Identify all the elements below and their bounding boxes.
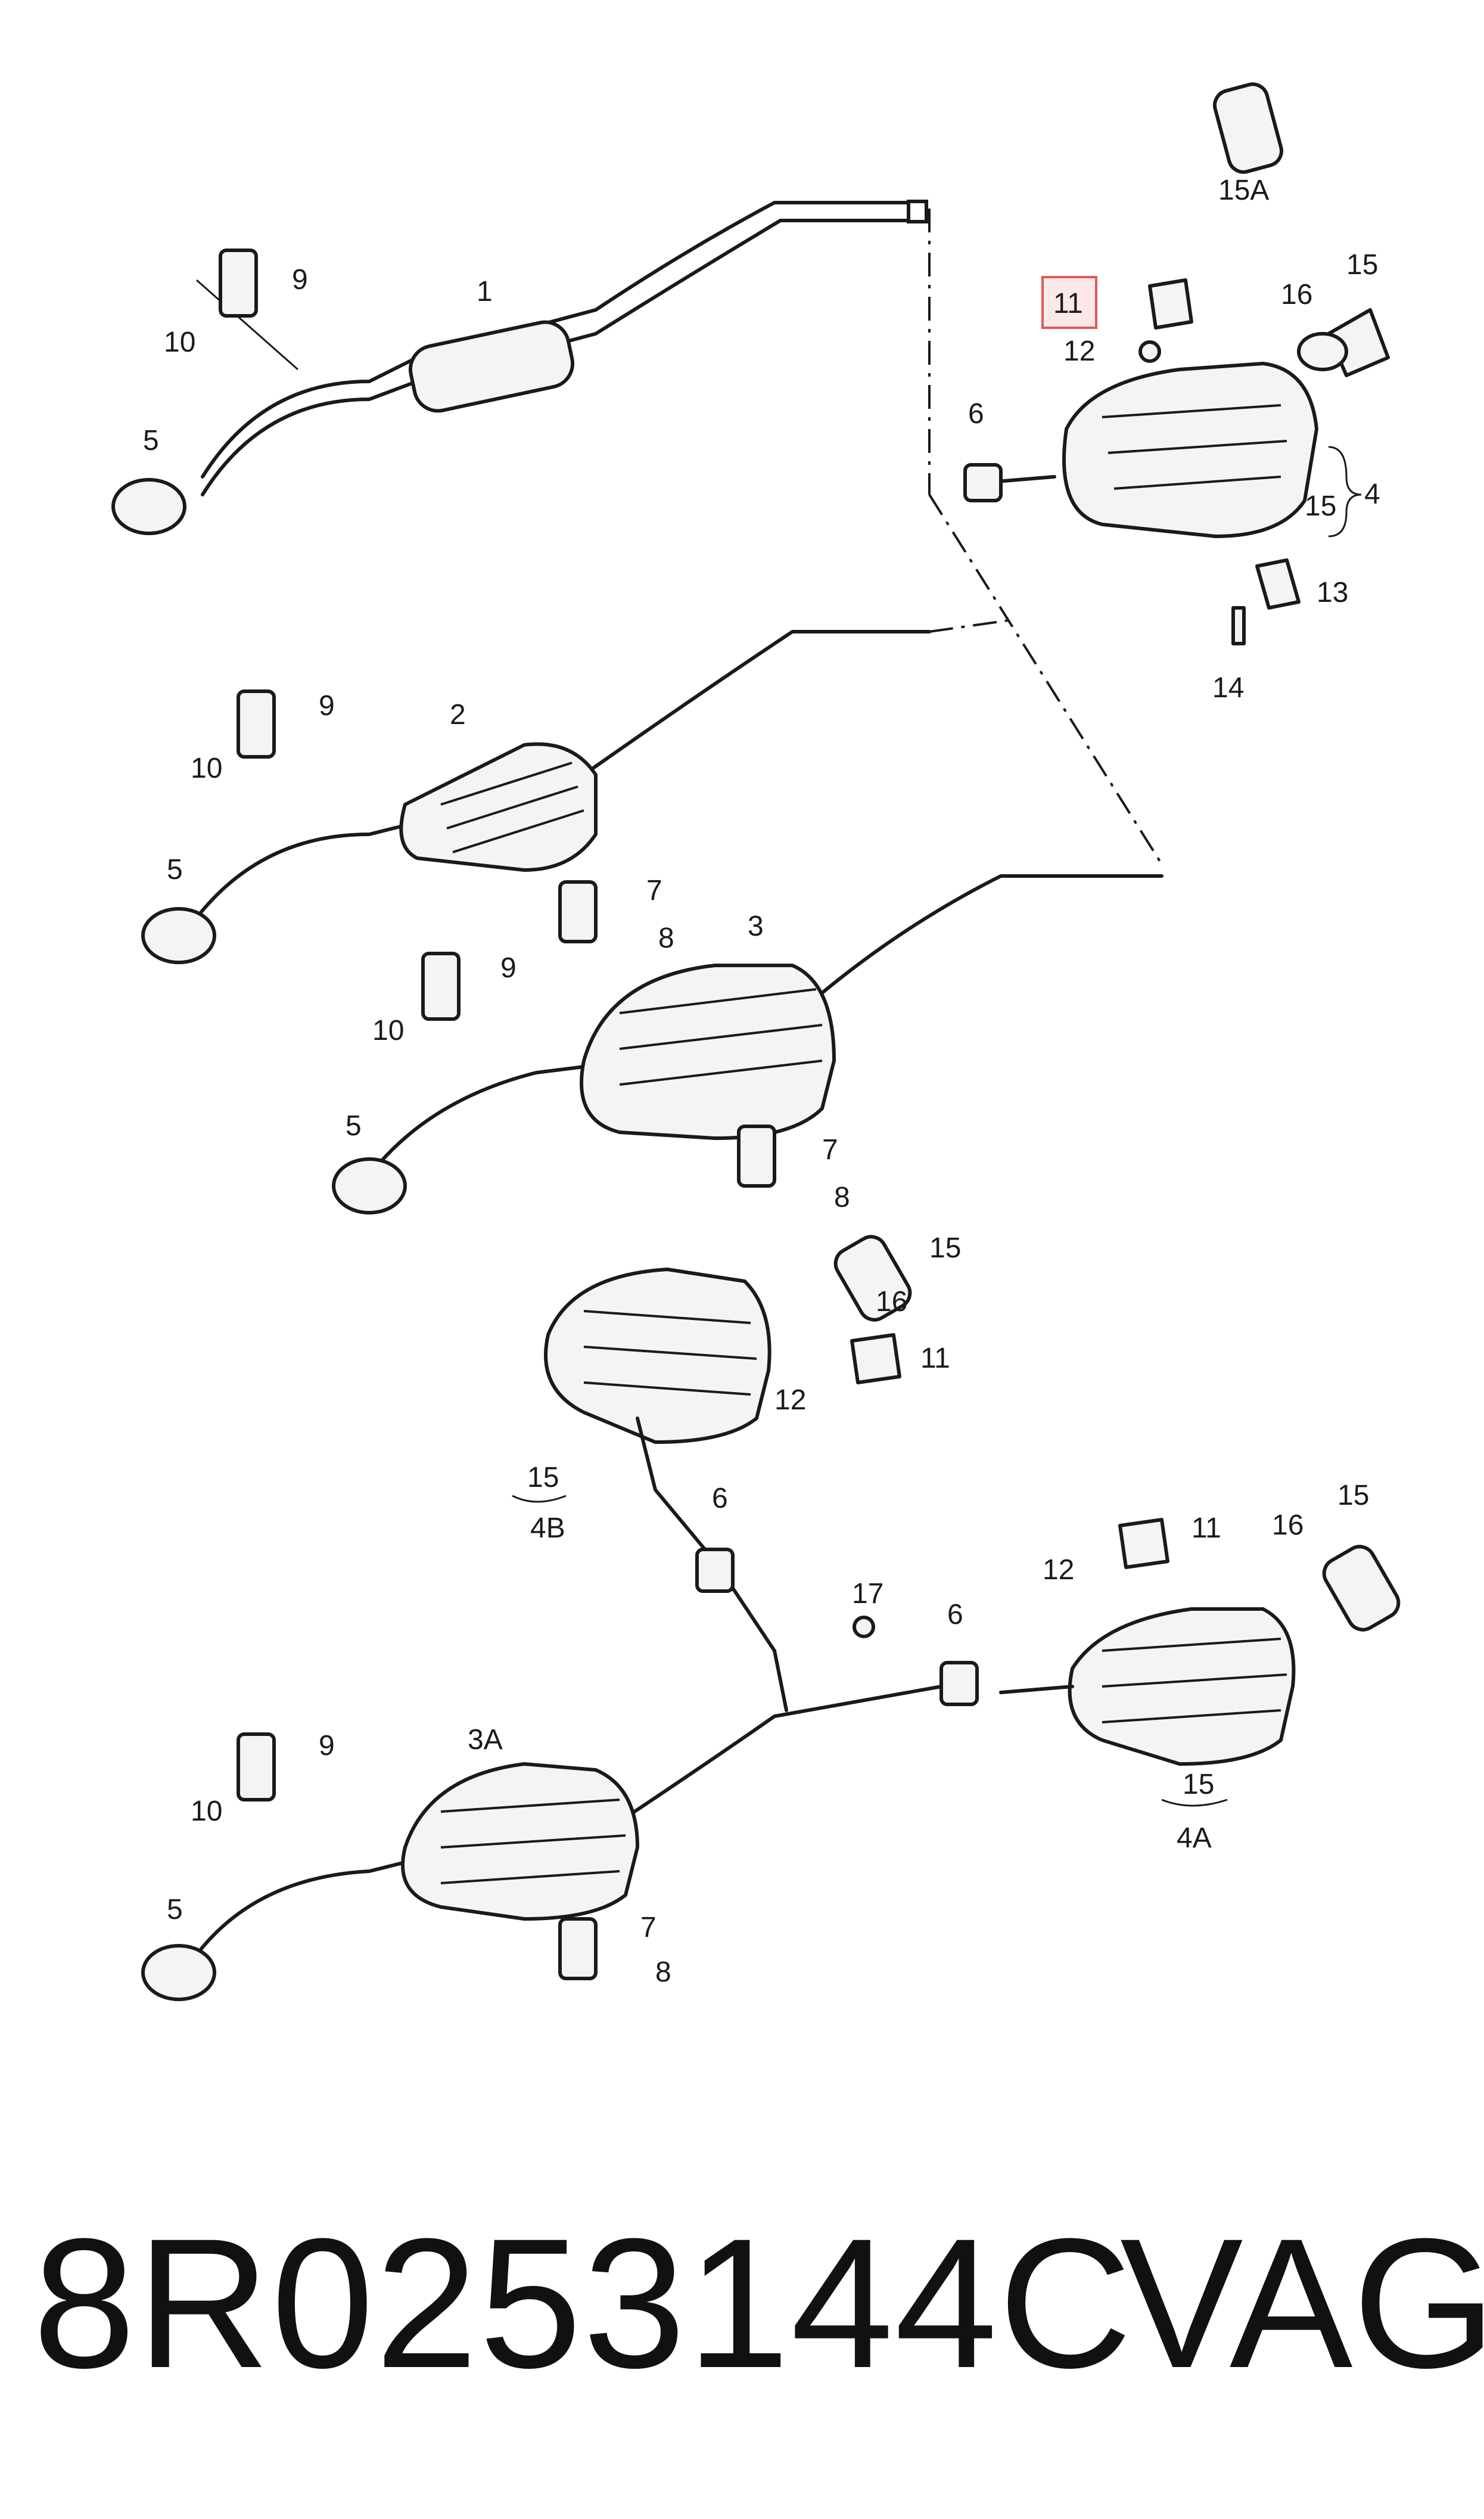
- clamp-16-a: [1297, 332, 1348, 371]
- brand-label: VAG: [1120, 2200, 1484, 2406]
- callout-10-a: 10: [164, 327, 195, 358]
- callout-15-d: 15: [527, 1462, 559, 1493]
- callout-4b: 4B: [530, 1512, 565, 1544]
- brace-4a: [1161, 1799, 1228, 1807]
- callout-4a: 4A: [1177, 1822, 1212, 1854]
- dashed-link-3: [929, 619, 1013, 633]
- bracket-7-d: [558, 1917, 598, 1980]
- callout-2: 2: [450, 699, 466, 731]
- callout-9-c: 9: [500, 952, 517, 984]
- bracket-9-c: [421, 952, 461, 1021]
- callout-15-b: 15: [1305, 490, 1336, 522]
- callout-15-a: 15: [1346, 249, 1378, 281]
- callout-12-c: 12: [1043, 1554, 1074, 1586]
- callout-9-d: 9: [319, 1730, 335, 1762]
- tailpipe-15-b: [833, 1235, 912, 1322]
- bolt-14: [1231, 606, 1246, 645]
- callout-16-b: 16: [876, 1286, 907, 1318]
- bracket-9-d: [237, 1732, 276, 1801]
- callout-16-a: 16: [1281, 279, 1312, 310]
- callout-6-a: 6: [968, 398, 984, 430]
- assembly-3a: [141, 1616, 943, 2001]
- callout-9-a: 9: [292, 264, 308, 296]
- bracket-11-a: [1148, 278, 1193, 330]
- tailpipe-15a: [1213, 82, 1283, 174]
- dashed-link-2: [928, 493, 1163, 865]
- callout-16-c: 16: [1272, 1509, 1303, 1541]
- callout-7-c: 7: [822, 1134, 838, 1166]
- callout-8-b: 8: [658, 923, 674, 954]
- callout-12-a: 12: [1063, 336, 1095, 367]
- highlight-callout-11: [1041, 276, 1097, 329]
- bracket-7-c: [737, 1125, 776, 1188]
- bracket-7-b: [558, 880, 598, 943]
- assembly-1-front-pipe: [111, 200, 928, 535]
- bracket-11-c: [1118, 1518, 1169, 1569]
- bracket-13: [1255, 558, 1301, 610]
- callout-6-c: 6: [947, 1599, 963, 1630]
- callout-14: 14: [1212, 672, 1244, 704]
- callout-5-c: 5: [346, 1110, 362, 1142]
- assembly-4a: [939, 1518, 1401, 1766]
- callout-3a: 3A: [468, 1724, 503, 1756]
- brace-4b: [512, 1495, 567, 1503]
- callout-11-a: 11: [1053, 288, 1083, 319]
- clamp-6-b: [695, 1548, 735, 1593]
- callout-4: 4: [1364, 479, 1380, 510]
- nut-17: [853, 1616, 875, 1638]
- callout-9-b: 9: [319, 690, 335, 722]
- callout-15-e: 15: [1337, 1480, 1369, 1511]
- callout-5-a: 5: [143, 425, 159, 456]
- callout-13: 13: [1317, 577, 1348, 608]
- bracket-11-b: [850, 1333, 901, 1384]
- callout-8-c: 8: [834, 1182, 850, 1213]
- assembly-2: [141, 630, 931, 964]
- callout-labels: 1 9 10 5 15A 15 16 11 12 6 15 4 13 14 2 …: [143, 175, 1380, 1988]
- callout-8-d: 8: [655, 1956, 671, 1988]
- bracket-9-b: [237, 689, 276, 759]
- callout-1: 1: [477, 276, 493, 308]
- callout-15a: 15A: [1218, 175, 1269, 206]
- clamp-5-a: [111, 478, 186, 535]
- callout-15-f: 15: [1183, 1769, 1214, 1800]
- assembly-4b: [544, 1235, 912, 1653]
- callout-11-b: 11: [920, 1343, 950, 1374]
- callout-15-c: 15: [929, 1232, 961, 1264]
- callout-6-b: 6: [712, 1483, 728, 1514]
- callout-5-d: 5: [167, 1894, 183, 1925]
- callout-3: 3: [748, 911, 764, 942]
- callout-10-c: 10: [372, 1015, 404, 1046]
- callout-10-d: 10: [191, 1796, 222, 1827]
- assembly-3: [332, 874, 1163, 1215]
- callout-7-b: 7: [646, 875, 662, 906]
- callout-10-b: 10: [191, 753, 222, 784]
- brace-4: [1328, 446, 1362, 538]
- clamp-6-a: [963, 463, 1003, 502]
- part-number: 8R0253144C: [33, 2200, 1134, 2406]
- clamp-5-d: [141, 1944, 216, 2001]
- callout-17: 17: [852, 1578, 883, 1610]
- clamp-6-c: [939, 1661, 979, 1706]
- assembly-4-rear-silencer: [963, 82, 1390, 645]
- callout-11-c: 11: [1191, 1512, 1221, 1544]
- callout-12-b: 12: [774, 1384, 806, 1416]
- clamp-5-b: [141, 907, 216, 964]
- callout-5-b: 5: [167, 854, 183, 886]
- clamp-5-c: [332, 1157, 407, 1215]
- nut-12-a: [1138, 340, 1161, 363]
- callout-7-d: 7: [640, 1912, 657, 1943]
- tailpipe-15-c: [1322, 1545, 1401, 1632]
